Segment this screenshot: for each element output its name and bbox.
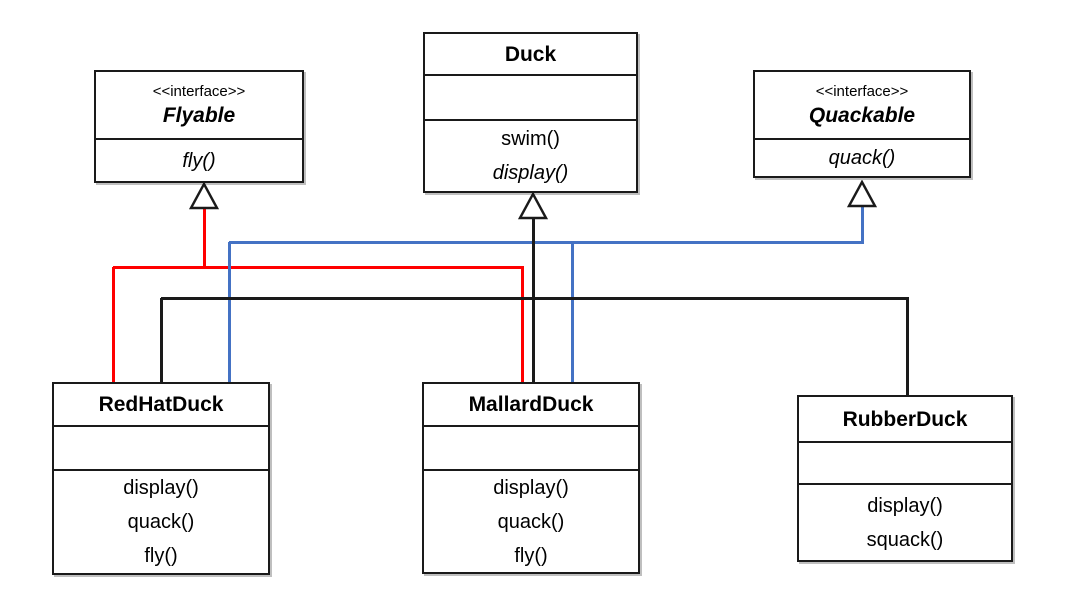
method-quack: quack() — [828, 147, 896, 169]
method-fly: fly() — [514, 544, 548, 567]
inheritance-arrow-quackable — [847, 180, 877, 208]
inheritance-line-segment-blue — [570, 242, 574, 382]
class-box-duck: Duck swim() display() — [423, 32, 638, 193]
rubberduck-attributes-compartment — [799, 441, 1011, 483]
method-display: display() — [867, 494, 943, 517]
method-display-abstract: display() — [492, 162, 569, 184]
redhatduck-attributes-compartment — [54, 425, 268, 469]
inheritance-line-segment-red — [111, 267, 115, 382]
class-box-quackable: <<interface>> Quackable quack() — [753, 70, 971, 178]
inheritance-line-segment-black — [159, 298, 163, 382]
method-fly: fly() — [144, 545, 178, 567]
rubberduck-methods-compartment: display() squack() — [799, 483, 1011, 560]
inheritance-line-segment-blue — [860, 206, 864, 244]
quackable-class-name: Quackable — [808, 103, 916, 127]
quackable-stereotype: <<interface>> — [815, 82, 909, 100]
flyable-stereotype: <<interface>> — [152, 82, 246, 100]
redhatduck-class-name: RedHatDuck — [98, 393, 224, 416]
inheritance-line-segment-black — [161, 296, 909, 300]
inheritance-line-segment-blue — [227, 242, 231, 382]
mallardduck-title-compartment: MallardDuck — [424, 384, 638, 425]
mallardduck-methods-compartment: display() quack() fly() — [424, 469, 638, 572]
flyable-title-compartment: <<interface>> Flyable — [96, 72, 302, 138]
quackable-title-compartment: <<interface>> Quackable — [755, 72, 969, 138]
method-quack: quack() — [497, 510, 565, 533]
class-box-mallardduck: MallardDuck display() quack() fly() — [422, 382, 640, 574]
duck-attributes-compartment — [425, 74, 636, 119]
rubberduck-title-compartment: RubberDuck — [799, 397, 1011, 441]
mallardduck-class-name: MallardDuck — [468, 393, 594, 416]
redhatduck-title-compartment: RedHatDuck — [54, 384, 268, 425]
quackable-methods-compartment: quack() — [755, 138, 969, 176]
mallardduck-attributes-compartment — [424, 425, 638, 469]
class-box-flyable: <<interface>> Flyable fly() — [94, 70, 304, 183]
method-display: display() — [493, 476, 569, 499]
method-squack: squack() — [866, 528, 944, 551]
duck-title-compartment: Duck — [425, 34, 636, 74]
redhatduck-methods-compartment: display() quack() fly() — [54, 469, 268, 573]
inheritance-line-segment-black — [531, 217, 535, 382]
flyable-methods-compartment: fly() — [96, 138, 302, 181]
inheritance-line-segment-red — [202, 209, 206, 269]
method-fly: fly() — [182, 149, 216, 172]
class-box-redhatduck: RedHatDuck display() quack() fly() — [52, 382, 270, 575]
inheritance-line-segment-black — [905, 298, 909, 395]
method-quack: quack() — [127, 511, 195, 533]
rubberduck-class-name: RubberDuck — [842, 407, 968, 431]
inheritance-arrow-duck — [518, 192, 548, 220]
duck-methods-compartment: swim() display() — [425, 119, 636, 191]
duck-class-name: Duck — [504, 42, 557, 66]
class-box-rubberduck: RubberDuck display() squack() — [797, 395, 1013, 562]
inheritance-line-segment-red — [113, 265, 524, 269]
method-swim: swim() — [501, 128, 560, 150]
inheritance-arrow-flyable — [189, 182, 219, 210]
flyable-class-name: Flyable — [162, 103, 236, 127]
inheritance-line-segment-red — [520, 267, 524, 382]
inheritance-line-segment-blue — [229, 240, 864, 244]
method-display: display() — [123, 477, 199, 499]
